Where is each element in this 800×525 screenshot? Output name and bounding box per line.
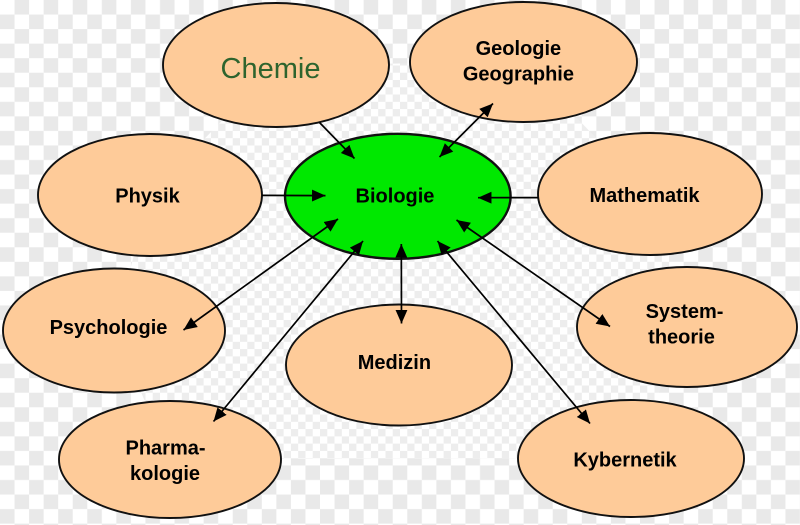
- svg-text:theorie: theorie: [648, 327, 715, 349]
- svg-text:Kybernetik: Kybernetik: [573, 450, 677, 472]
- svg-text:Pharma-: Pharma-: [125, 438, 205, 460]
- svg-text:System-: System-: [646, 301, 724, 323]
- svg-text:Psychologie: Psychologie: [50, 317, 168, 339]
- svg-text:kologie: kologie: [130, 463, 200, 485]
- svg-text:Medizin: Medizin: [358, 352, 431, 374]
- svg-text:Chemie: Chemie: [221, 53, 321, 85]
- svg-text:Geologie: Geologie: [476, 38, 562, 60]
- svg-text:Mathematik: Mathematik: [589, 185, 700, 207]
- svg-text:Physik: Physik: [115, 185, 180, 207]
- svg-text:Biologie: Biologie: [356, 186, 435, 208]
- svg-text:Geographie: Geographie: [463, 64, 574, 86]
